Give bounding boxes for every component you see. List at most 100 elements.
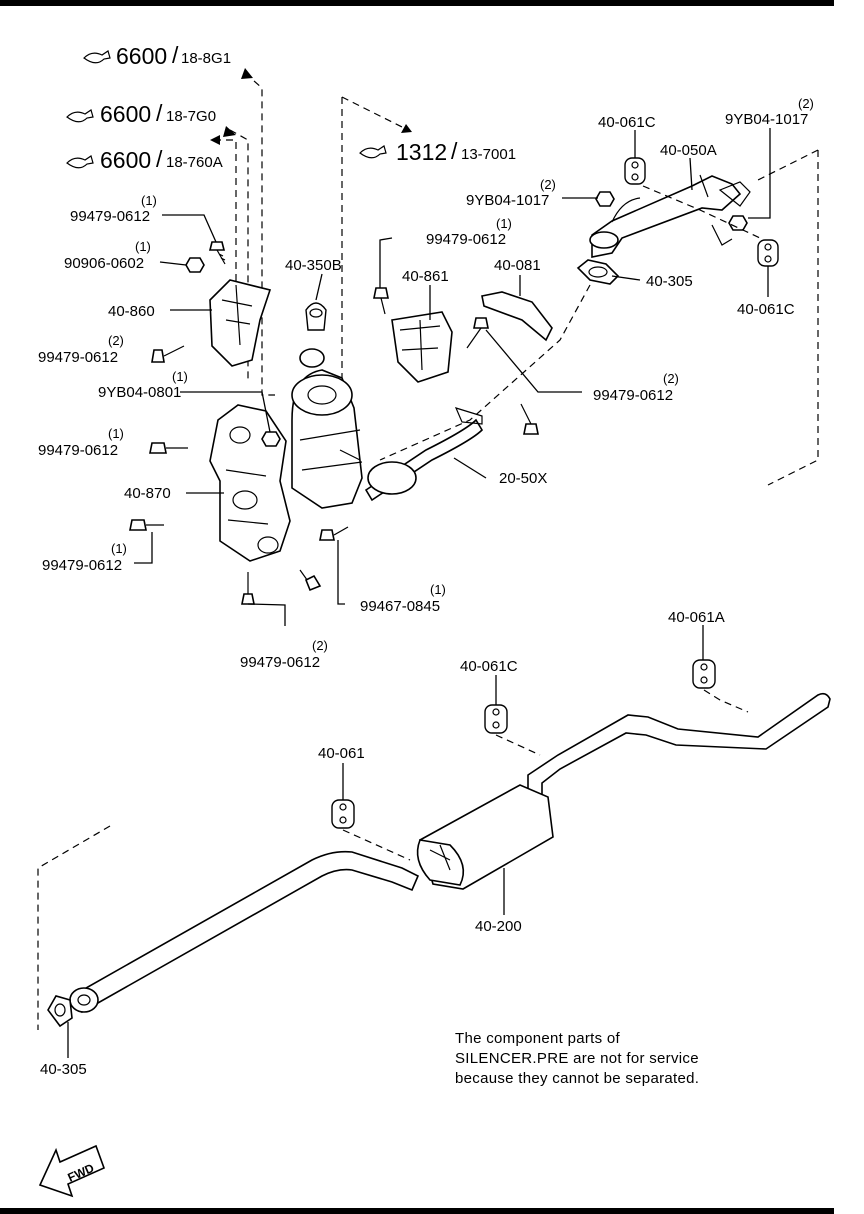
part-number: 40-061 [318, 745, 365, 762]
label-9yb04-1017-right[interactable]: (2) 9YB04-1017 [725, 96, 814, 128]
bolts-99479-0612-bottom[interactable] [241, 569, 322, 605]
label-9yb04-1017-mid[interactable]: (2) 9YB04-1017 [466, 177, 556, 209]
label-40-860[interactable]: 40-860 [108, 303, 155, 320]
ref-code: 18-7G0 [166, 108, 216, 125]
bolts-99479-0612-right[interactable] [466, 317, 539, 435]
part-number: 99479-0612 [42, 557, 122, 574]
silencer-pre-40-200[interactable] [416, 784, 554, 890]
qty-label: (1) [172, 369, 188, 384]
label-40-861[interactable]: 40-861 [402, 268, 449, 285]
bracket-40-861[interactable] [391, 311, 453, 383]
qty-label: (2) [312, 638, 328, 653]
ref-slash: / [156, 100, 163, 126]
part-number: 99479-0612 [70, 208, 150, 225]
hanger-40-061a[interactable] [692, 659, 716, 689]
label-99479-0612-left1[interactable]: (1) 99479-0612 [38, 426, 124, 459]
ref-code: 13-7001 [461, 146, 516, 163]
bolt-99479-0612-left1[interactable] [149, 442, 188, 454]
part-number: 9YB04-0801 [98, 384, 181, 401]
label-99467-0845[interactable]: (1) 99467-0845 [360, 582, 446, 615]
part-number: 20-50X [499, 470, 547, 487]
qty-label: (2) [798, 96, 814, 111]
hanger-40-061[interactable] [331, 799, 355, 829]
bolt-99479-0612-left2[interactable] [151, 345, 185, 363]
label-40-081[interactable]: 40-081 [494, 257, 541, 274]
intermediate-pipe[interactable] [69, 850, 420, 1014]
nut-9yb04-1017-right[interactable] [728, 215, 748, 231]
label-20-50x[interactable]: 20-50X [499, 470, 547, 487]
part-number: 99479-0612 [593, 387, 673, 404]
ref-callout-1312-13-7001[interactable]: 1312 / 13-7001 [359, 138, 516, 165]
nut-9yb04-1017-mid[interactable] [595, 191, 615, 207]
bracket-40-860[interactable] [209, 279, 272, 367]
hanger-40-061c-right[interactable] [757, 239, 779, 267]
label-99479-0612-top[interactable]: (1) 99479-0612 [70, 193, 157, 225]
ref-code: 18-8G1 [181, 50, 231, 67]
top-pipe-dashed [379, 185, 761, 461]
label-40-305-bottom[interactable]: 40-305 [40, 1061, 87, 1078]
ref-callout-6600-18-8g1[interactable]: 6600 / 18-8G1 [83, 42, 231, 69]
fwd-arrow-icon: FWD [38, 1144, 106, 1198]
ref-slash: / [172, 42, 179, 68]
label-99479-0612-right2[interactable]: (2) 99479-0612 [593, 371, 679, 404]
part-number: 99479-0612 [38, 349, 118, 366]
label-40-200[interactable]: 40-200 [475, 918, 522, 935]
front-pipe-40-050a[interactable] [589, 174, 751, 258]
label-40-870[interactable]: 40-870 [124, 485, 171, 502]
qty-label: (1) [108, 426, 124, 441]
tail-pipe[interactable] [527, 692, 831, 801]
part-number: 40-061A [668, 609, 725, 626]
part-number: 99479-0612 [426, 231, 506, 248]
leader-lines [67, 128, 771, 1058]
reference-arrow-icon [359, 145, 387, 159]
part-number: 40-305 [40, 1061, 87, 1078]
label-99479-0612-low1[interactable]: (1) 99479-0612 [42, 541, 127, 574]
hanger-40-061c-top[interactable] [624, 157, 646, 185]
bolt-99479-0612-top[interactable] [208, 241, 226, 265]
label-40-061c-low[interactable]: 40-061C [460, 658, 518, 675]
bolt-99479-0612-low1[interactable] [129, 519, 164, 531]
part-number: 40-061C [460, 658, 518, 675]
part-number: 99467-0845 [360, 598, 440, 615]
label-9yb04-0801[interactable]: (1) 9YB04-0801 [98, 369, 188, 401]
hanger-40-061c-low[interactable] [484, 704, 508, 734]
label-40-050a[interactable]: 40-050A [660, 142, 717, 159]
part-number: 40-081 [494, 257, 541, 274]
nut-90906-0602[interactable] [185, 257, 205, 273]
hanger-dashed [342, 689, 749, 861]
pipe-20-50x[interactable] [364, 407, 484, 502]
label-40-061a[interactable]: 40-061A [668, 609, 725, 626]
ref-slash: / [451, 138, 458, 164]
label-40-350b[interactable]: 40-350B [285, 257, 342, 274]
label-99479-0612-bottom2[interactable]: (2) 99479-0612 [240, 638, 328, 671]
label-99479-0612-mid[interactable]: (1) 99479-0612 [426, 216, 512, 248]
ref-callout-6600-18-760a[interactable]: 6600 / 18-760A [66, 146, 223, 173]
bracket-40-081[interactable] [481, 291, 553, 342]
ref-callout-6600-18-7g0[interactable]: 6600 / 18-7G0 [66, 100, 216, 127]
reference-arrow-icon [66, 109, 94, 123]
qty-label: (1) [141, 193, 157, 208]
nut-9yb04-0801[interactable] [261, 431, 281, 447]
label-40-061[interactable]: 40-061 [318, 745, 365, 762]
gasket-40-350b[interactable] [305, 302, 327, 331]
gasket-40-305-top[interactable] [576, 259, 620, 285]
qty-label: (1) [496, 216, 512, 231]
part-number: 40-305 [646, 273, 693, 290]
label-90906-0602[interactable]: (1) 90906-0602 [64, 239, 151, 272]
part-number: 99479-0612 [38, 442, 118, 459]
bolt-99479-0612-mid[interactable] [373, 287, 389, 315]
gasket-40-305-bottom[interactable] [47, 995, 73, 1028]
label-40-061c-right[interactable]: 40-061C [737, 301, 795, 318]
label-40-061c-top[interactable]: 40-061C [598, 114, 656, 131]
reference-arrow-icon [66, 155, 94, 169]
ref-code: 18-760A [166, 154, 223, 171]
dpf-converter[interactable] [291, 348, 363, 509]
part-number: 40-350B [285, 257, 342, 274]
manifold-catalyst-40-870[interactable] [209, 404, 291, 562]
qty-label: (1) [135, 239, 151, 254]
label-99479-0612-left2[interactable]: (2) 99479-0612 [38, 333, 124, 366]
note-line-3: because they cannot be separated. [455, 1070, 700, 1087]
ref-section: 1312 [396, 139, 447, 165]
bolt-99467-0845[interactable] [319, 526, 349, 541]
label-40-305-top[interactable]: 40-305 [646, 273, 693, 290]
